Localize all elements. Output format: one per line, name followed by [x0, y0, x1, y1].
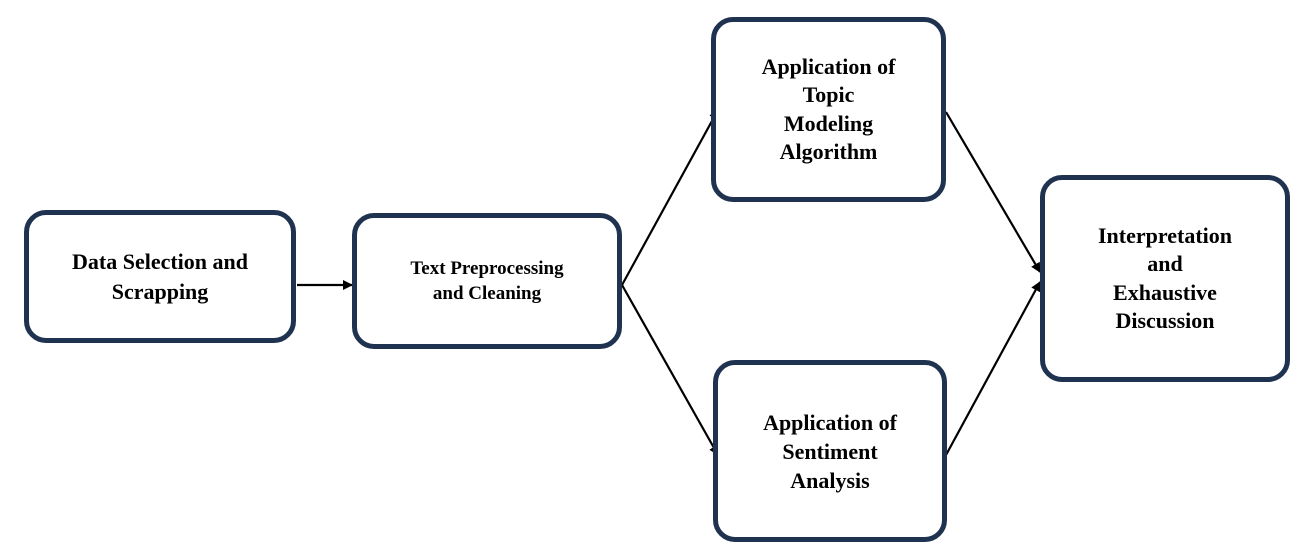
- node-sentiment-analysis: Application of Sentiment Analysis: [713, 360, 947, 542]
- node-interpretation: Interpretation and Exhaustive Discussion: [1040, 175, 1290, 382]
- node-text-preprocessing: Text Preprocessing and Cleaning: [352, 213, 622, 349]
- node-data-selection: Data Selection and Scrapping: [24, 210, 296, 343]
- arrow-text-to-sentiment: [621, 284, 719, 456]
- node-data-selection-label: Data Selection and Scrapping: [72, 248, 248, 304]
- arrow-sentiment-to-interpretation: [945, 281, 1041, 456]
- node-interpretation-label: Interpretation and Exhaustive Discussion: [1097, 222, 1233, 334]
- node-text-preprocessing-label: Text Preprocessing and Cleaning: [410, 258, 564, 304]
- arrow-topic-to-interpretation: [945, 111, 1041, 273]
- node-topic-modeling-label: Application of Topic Modeling Algorithm: [761, 53, 896, 165]
- node-sentiment-analysis-label: Application of Sentiment Analysis: [763, 409, 897, 493]
- arrow-text-to-topic: [621, 109, 719, 286]
- node-topic-modeling: Application of Topic Modeling Algorithm: [711, 17, 946, 202]
